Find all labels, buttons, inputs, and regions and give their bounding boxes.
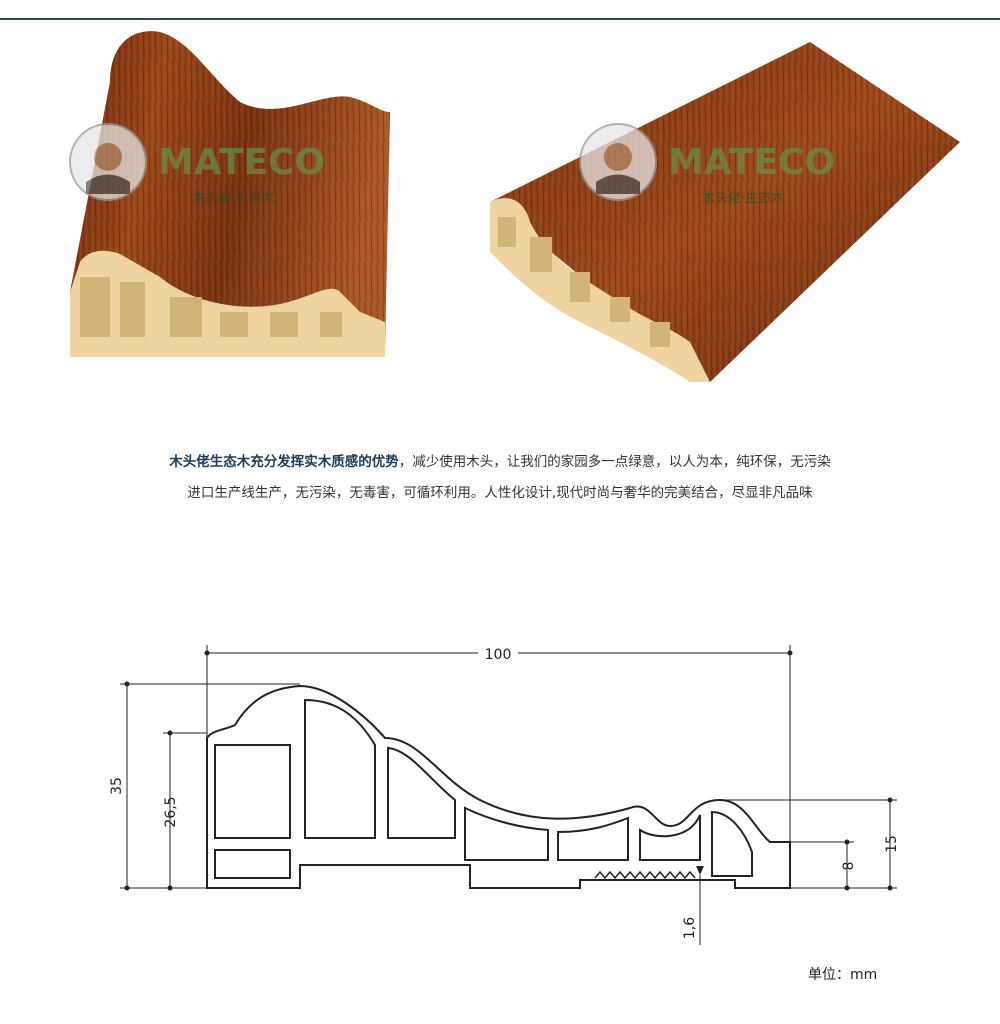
dimension-thickness: 1,6 (682, 917, 698, 939)
brand-tagline-right: 木头佬·生态木 (702, 191, 784, 206)
description-highlight: 木头佬生态木充分发挥实木质感的优势 (169, 454, 399, 470)
description-line-1-rest: ，减少使用木头，让我们的家园多一点绿意，以人为本，纯环保，无污染 (398, 454, 831, 470)
unit-label: 单位：mm (808, 967, 878, 983)
description-line-1: 木头佬生态木充分发挥实木质感的优势，减少使用木头，让我们的家园多一点绿意，以人为… (0, 450, 1000, 470)
cross-section-drawing: 100 35 26,5 15 8 1,6 (109, 644, 900, 945)
dimension-right-step: 8 (841, 862, 857, 871)
brand-watermark-left: MATECO 木头佬·生态木 (69, 123, 325, 206)
brand-wordmark-right: MATECO (668, 142, 835, 183)
dimension-height-total: 35 (109, 777, 125, 795)
dimension-height-inner: 26,5 (163, 796, 179, 827)
product-photo-right: MATECO 木头佬·生态木 (490, 42, 960, 382)
profile-outline (206, 684, 791, 889)
dimension-width: 100 (485, 647, 512, 663)
top-rule (0, 0, 1000, 20)
description-line-2: 进口生产线生产，无污染，无毒害，可循环利用。人性化设计,现代时尚与奢华的完美结合… (187, 485, 813, 501)
serrated-base (594, 870, 696, 880)
product-photo-left: MATECO 木头佬·生态木 (69, 31, 390, 357)
brand-wordmark-left: MATECO (158, 142, 325, 183)
dimension-right-height: 15 (884, 835, 900, 853)
brand-tagline-left: 木头佬·生态木 (192, 191, 274, 206)
brand-watermark-right: MATECO 木头佬·生态木 (579, 123, 835, 206)
